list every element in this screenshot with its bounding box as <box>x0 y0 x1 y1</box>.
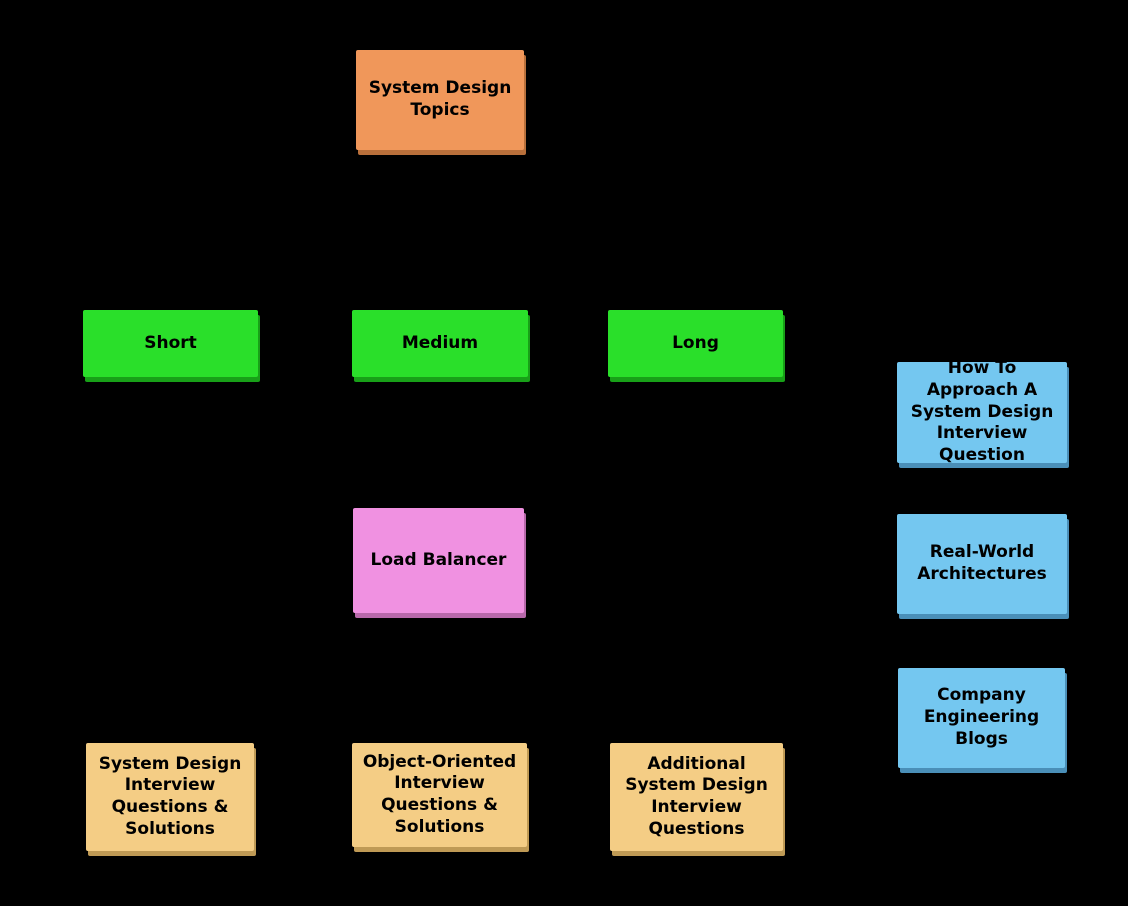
node-label: System Design Interview Questions & Solu… <box>98 753 242 839</box>
node-label: Short <box>144 332 197 353</box>
node-company-engineering-blogs: Company Engineering Blogs <box>898 668 1065 768</box>
node-label: Additional System Design Interview Quest… <box>625 753 768 839</box>
node-label: Medium <box>401 332 479 353</box>
node-real-world-architectures: Real-World Architectures <box>897 514 1067 614</box>
node-short: Short <box>83 310 258 377</box>
node-long: Long <box>608 310 783 377</box>
node-system-design-topics: System Design Topics <box>356 50 524 150</box>
node-medium: Medium <box>352 310 528 377</box>
node-additional-system-design-interview-questions: Additional System Design Interview Quest… <box>610 743 783 851</box>
node-how-to-approach: How To Approach A System Design Intervie… <box>897 358 1067 465</box>
node-load-balancer: Load Balancer <box>353 508 524 613</box>
node-label: Company Engineering Blogs <box>923 685 1040 749</box>
node-label: How To Approach A System Design Intervie… <box>910 358 1054 466</box>
node-label: Long <box>672 332 719 353</box>
node-label: System Design Topics <box>368 78 512 120</box>
node-label: Load Balancer <box>370 549 507 570</box>
node-label: Object-Oriented Interview Questions & So… <box>362 751 517 837</box>
node-object-oriented-interview-questions: Object-Oriented Interview Questions & So… <box>352 743 527 847</box>
node-label: Real-World Architectures <box>917 542 1047 584</box>
node-system-design-interview-questions: System Design Interview Questions & Solu… <box>86 743 254 851</box>
